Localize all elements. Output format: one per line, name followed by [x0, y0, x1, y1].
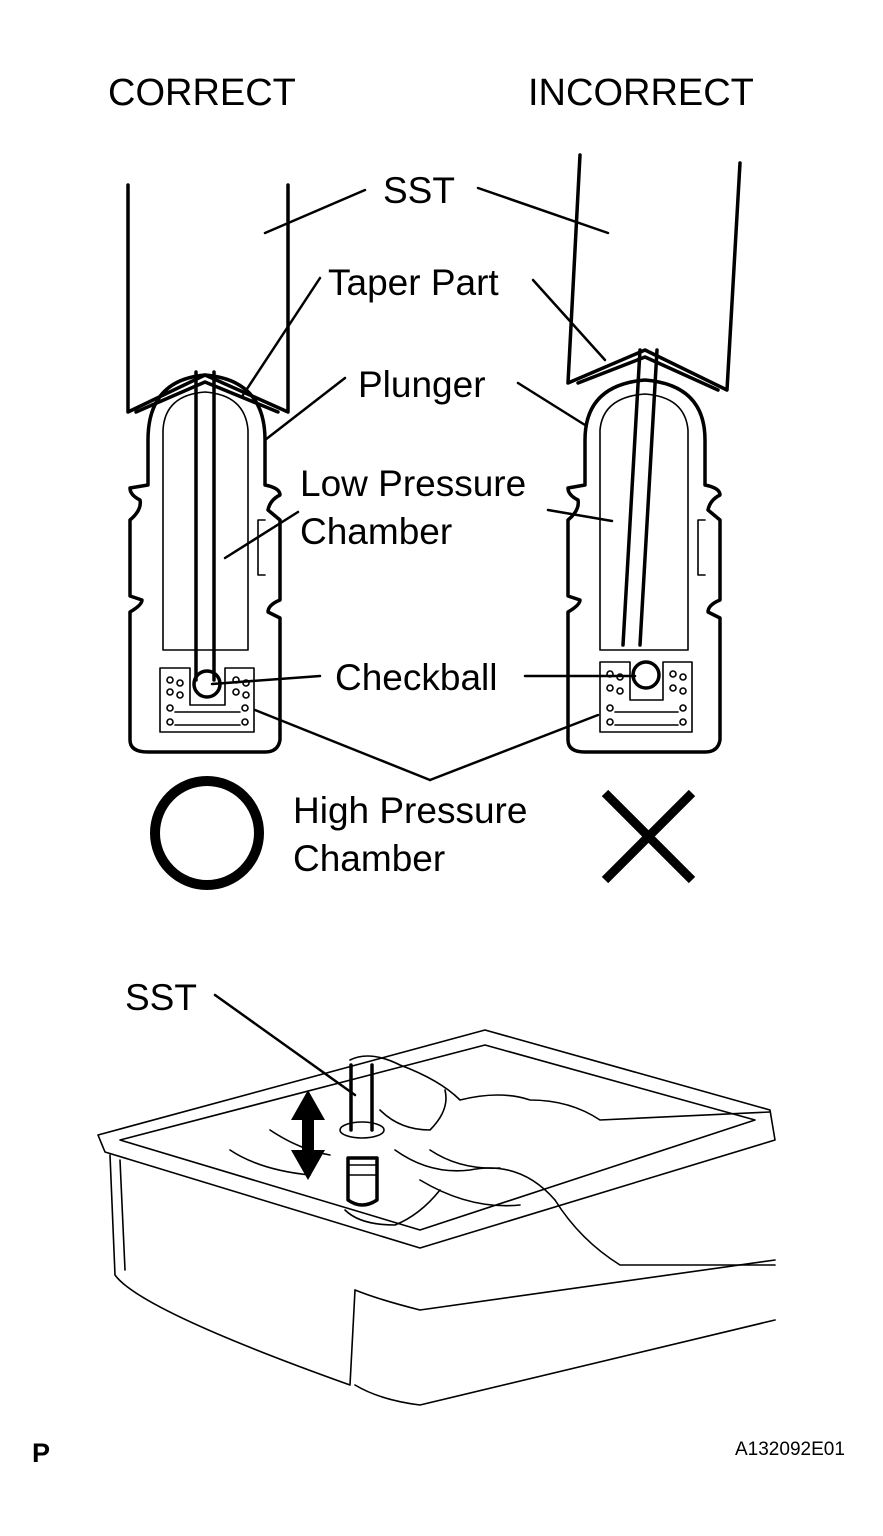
figure-code: A132092E01	[735, 1439, 845, 1460]
label-sst-bottom: SST	[125, 977, 197, 1018]
label-plunger: Plunger	[358, 364, 486, 405]
leader-lines	[210, 186, 637, 782]
label-sst-top: SST	[383, 170, 455, 211]
sst-tool-incorrect	[566, 153, 742, 392]
label-low-pressure-2: Chamber	[300, 511, 452, 552]
up-down-arrow-icon	[291, 1090, 325, 1180]
checkball-incorrect	[631, 660, 661, 690]
label-high-pressure-2: Chamber	[293, 838, 445, 879]
oil-tray-illustration	[97, 1029, 776, 1406]
heading-incorrect: INCORRECT	[528, 72, 754, 114]
label-checkball: Checkball	[335, 657, 497, 698]
incorrect-assembly	[566, 153, 742, 754]
cross-incorrect-icon	[601, 789, 696, 884]
label-low-pressure-1: Low Pressure	[300, 463, 526, 504]
label-taper-part: Taper Part	[328, 262, 499, 303]
correct-assembly	[126, 183, 290, 754]
circle-correct-icon	[150, 776, 264, 890]
plunger-incorrect	[566, 378, 722, 754]
heading-correct: CORRECT	[108, 72, 296, 114]
sst-tool-correct	[126, 183, 290, 414]
label-high-pressure-1: High Pressure	[293, 790, 527, 831]
page-letter: P	[32, 1438, 50, 1468]
plunger-correct	[128, 373, 282, 754]
